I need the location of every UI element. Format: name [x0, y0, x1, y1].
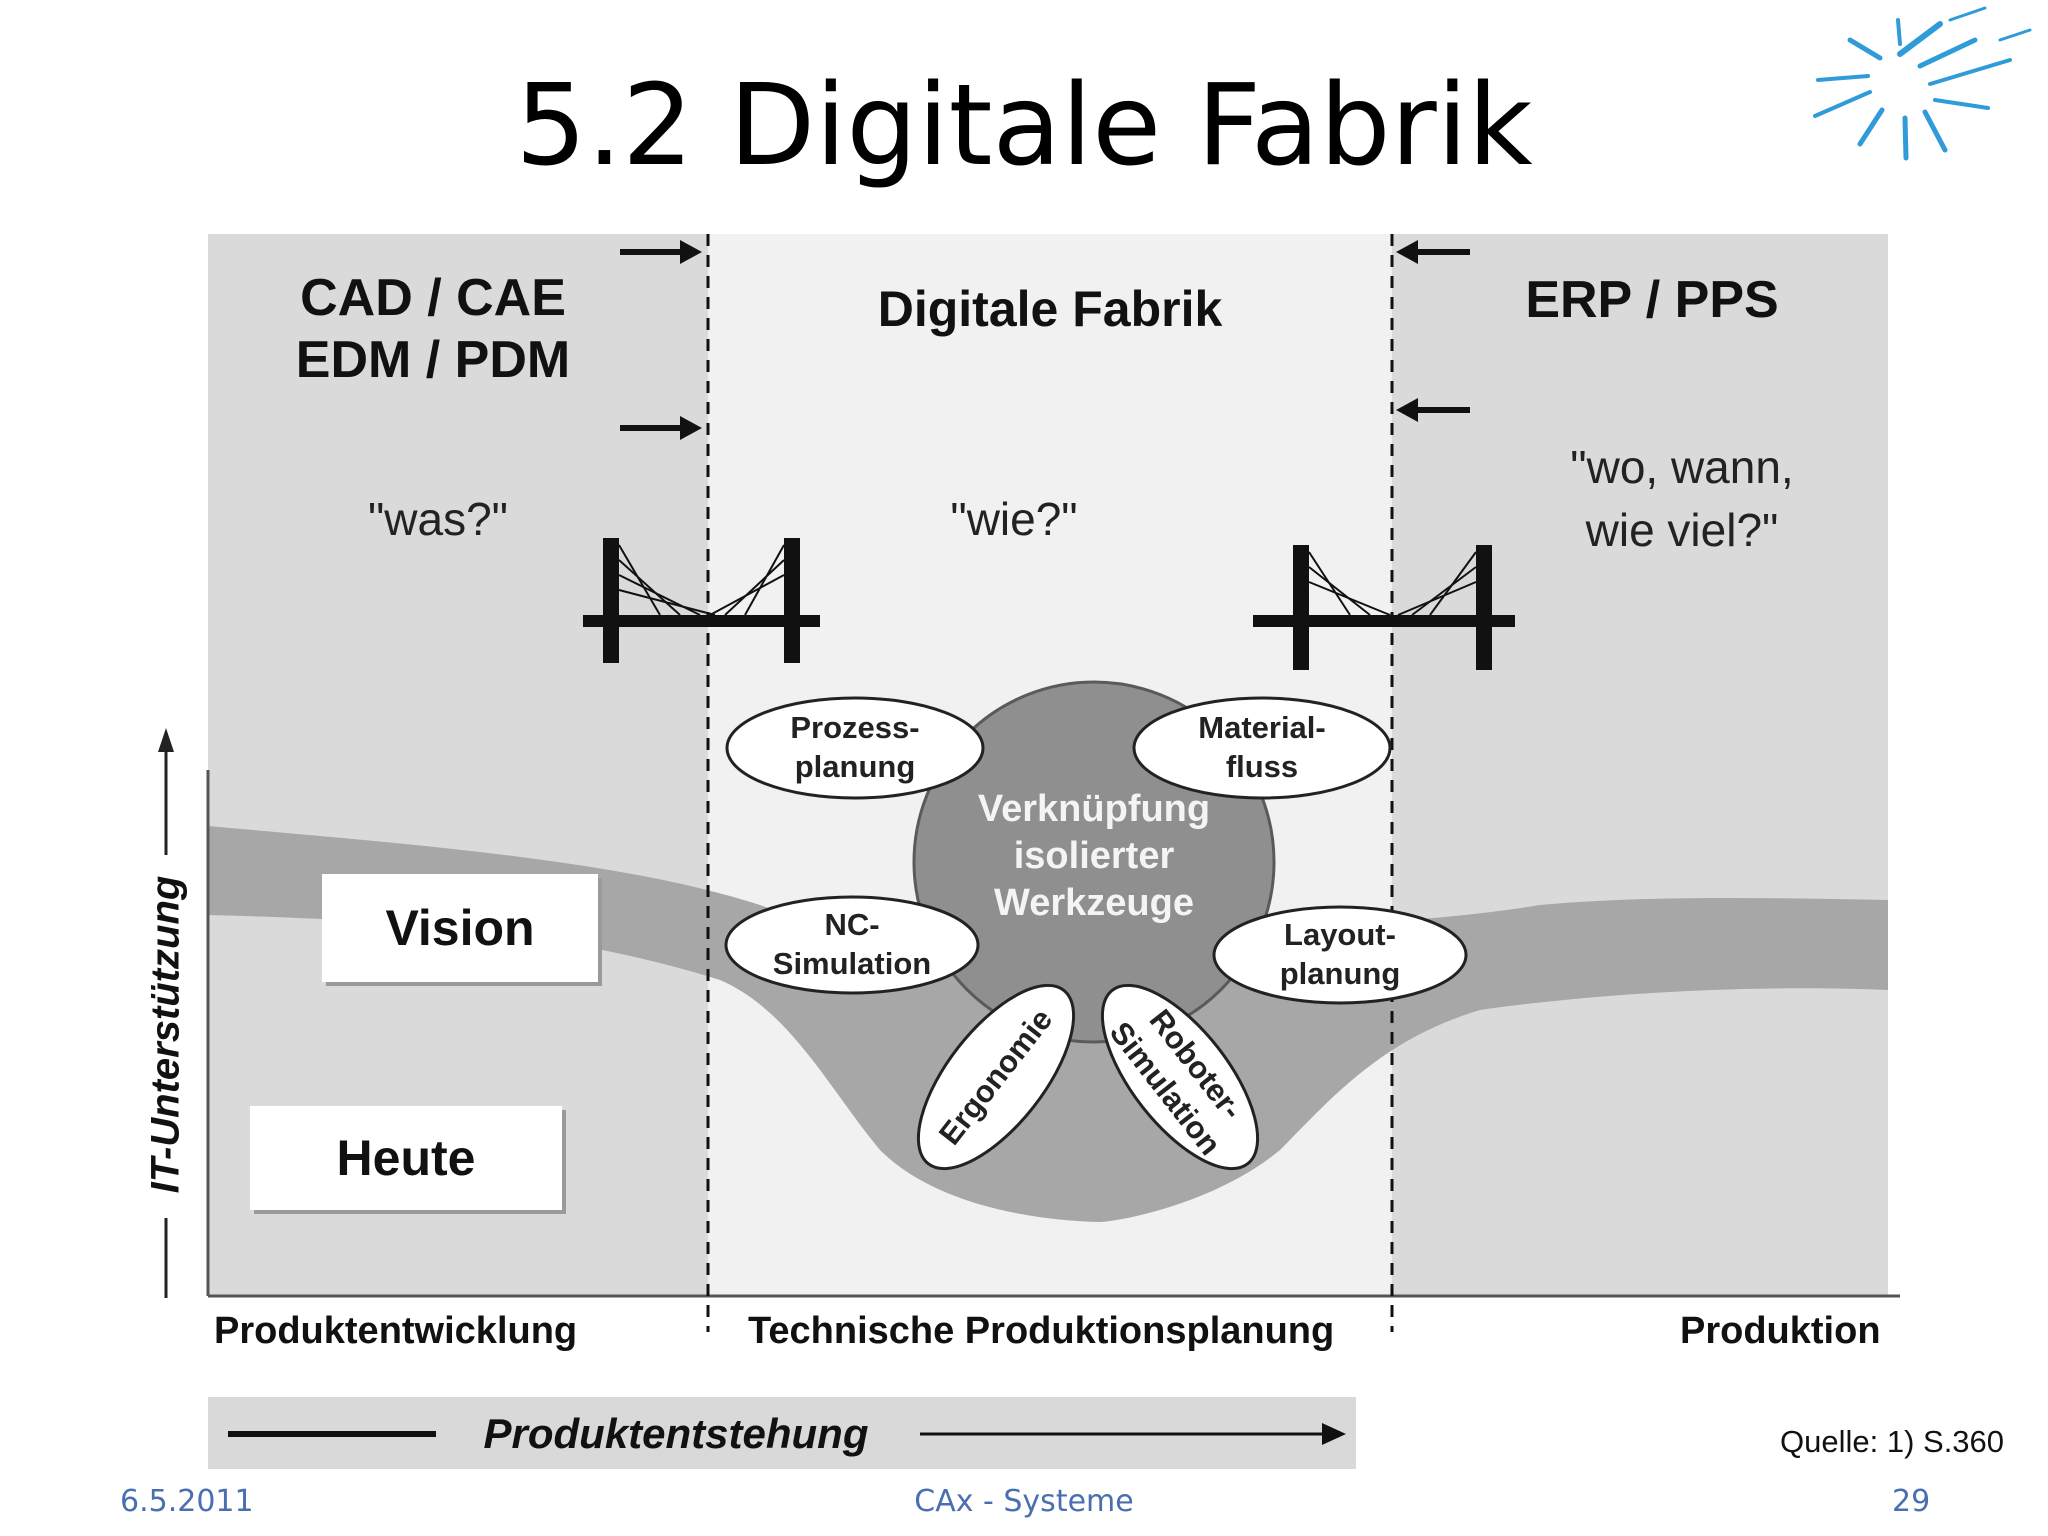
y-axis-label: IT-Unterstützung — [143, 875, 188, 1194]
right-question-line-1: "wo, wann, — [1570, 441, 1794, 493]
source-citation: Quelle: 1) S.360 — [1780, 1424, 2005, 1459]
tool-layoutplanung: Layout-planung — [1279, 917, 1401, 991]
center-header: Digitale Fabrik — [877, 281, 1223, 337]
tool-prozessplanung: Prozess-planung — [790, 710, 920, 784]
left-header-edm-pdm: EDM / PDM — [295, 331, 571, 389]
ellipse-materialfluss — [1132, 696, 1392, 800]
left-header-cad-cae: CAD / CAE — [300, 269, 566, 327]
slide-title: 5.2 Digitale Fabrik — [515, 61, 1533, 191]
center-circle-line-1: Verknüpfung — [977, 788, 1211, 830]
tool-nc-simulation: NC-Simulation — [772, 907, 932, 981]
vision-box: Vision — [322, 874, 598, 982]
y-axis-arrow — [158, 728, 174, 1298]
footer-title: CAx - Systeme — [914, 1484, 1134, 1519]
phase-produktentwicklung: Produktentwicklung — [214, 1310, 578, 1352]
arrow-left-top — [1396, 240, 1470, 264]
arrow-right-top — [620, 240, 702, 264]
right-question-line-2: wie viel?" — [1585, 504, 1779, 556]
ellipse-nc-simulation — [724, 895, 980, 995]
right-bridge-icon — [1253, 545, 1515, 670]
lifecycle-label: Produktentstehung — [483, 1410, 869, 1457]
logo-icon — [1813, 6, 2032, 161]
footer-page-number: 29 — [1892, 1484, 1931, 1519]
center-circle-line-3: Werkzeuge — [994, 882, 1194, 924]
center-question: "wie?" — [950, 493, 1078, 545]
right-header: ERP / PPS — [1525, 271, 1779, 329]
left-question: "was?" — [367, 493, 509, 545]
today-box: Heute — [250, 1106, 562, 1210]
phase-technische-produktionsplanung: Technische Produktionsplanung — [748, 1310, 1335, 1352]
right-panel — [1392, 234, 1888, 1296]
ellipse-prozessplanung — [725, 696, 985, 800]
left-bridge-icon — [583, 538, 820, 663]
ellipse-roboter-simulation — [1100, 983, 1260, 1171]
phase-produktion: Produktion — [1680, 1310, 1881, 1352]
ellipse-layoutplanung — [1212, 905, 1468, 1005]
lifecycle-arrowhead — [1322, 1423, 1346, 1445]
ellipse-ergonomie — [916, 983, 1076, 1171]
tool-materialfluss: Material-fluss — [1198, 710, 1326, 784]
arrow-right-mid — [620, 416, 702, 440]
arrow-left-mid — [1396, 398, 1470, 422]
footer-date: 6.5.2011 — [120, 1484, 254, 1519]
center-circle-line-2: isolierter — [1013, 835, 1175, 877]
